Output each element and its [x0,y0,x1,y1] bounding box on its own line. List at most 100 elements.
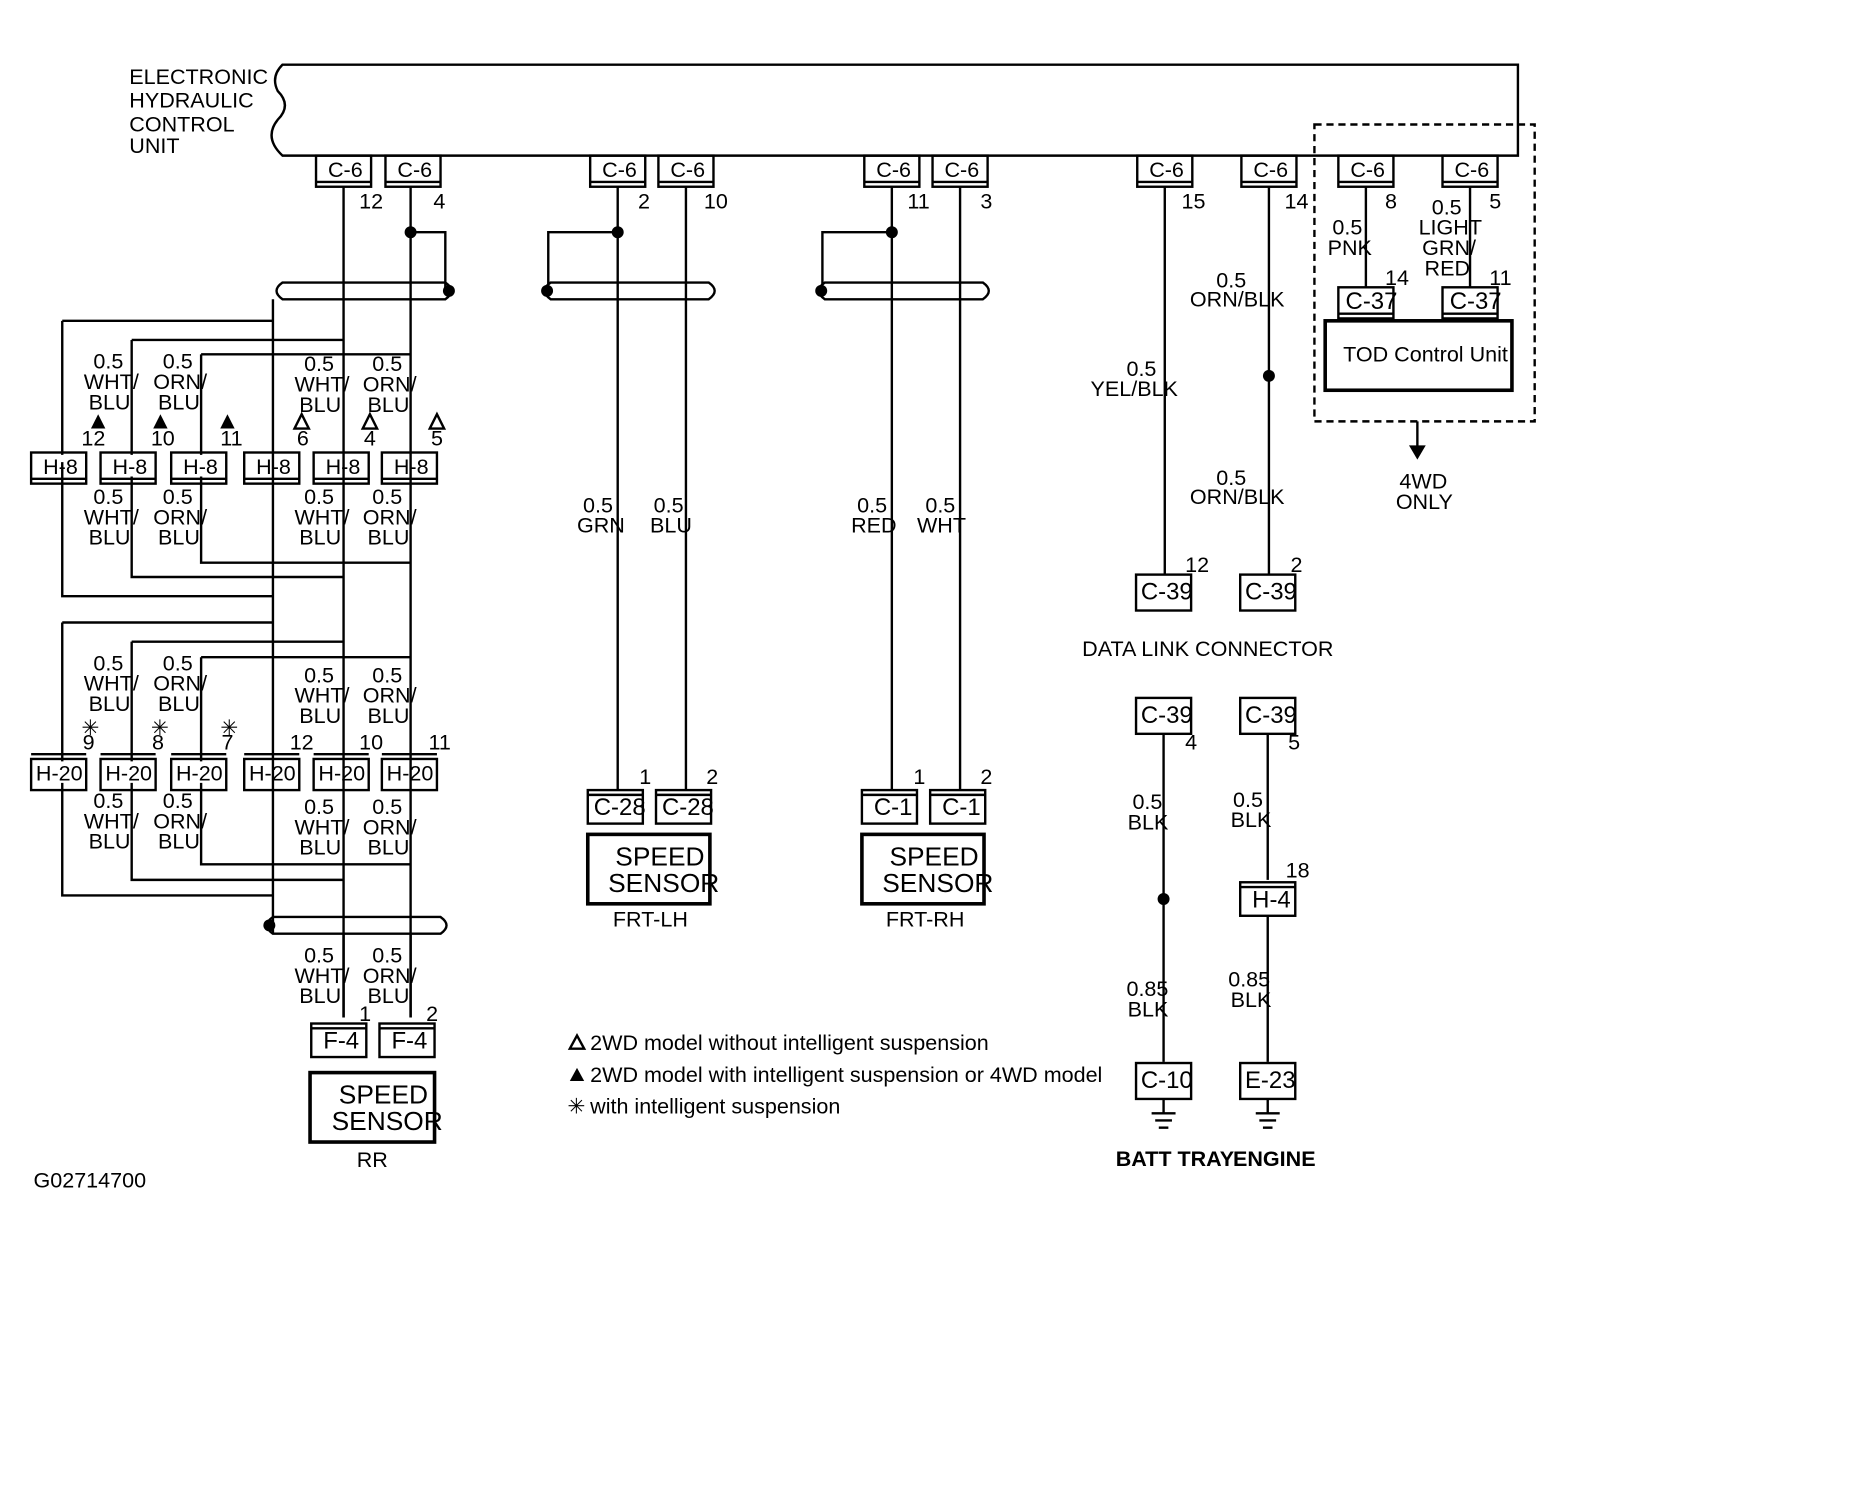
c6-6: C-6 [945,158,980,182]
w4b: ORN/ [363,372,417,396]
w4: 0.5 [372,352,402,376]
c39-b: C-39 [1245,579,1297,606]
c6-pin-8: 8 [1385,189,1397,213]
x6c: BLU [158,830,200,854]
yel-gauge: 0.5 [1126,357,1156,381]
ehcu-label-2: HYDRAULIC [129,89,253,113]
legend-item-1: 2WD model without intelligent suspension [590,1031,989,1055]
legend: 2WD model without intelligent suspension… [567,1031,1102,1118]
x8: 0.5 [372,795,402,819]
x10: 0.5 [372,943,402,967]
h8-6: H-8 [394,455,429,479]
w7b: WHT/ [294,505,349,529]
c28-pin-2: 2 [706,765,718,789]
h20-pins: ✳ 9 ✳ 8 ✳ 7 12 10 11 [81,716,451,754]
h20-pin-11: 11 [429,730,451,754]
pnk-gauge: 0.5 [1332,216,1362,240]
blk05-color-a: BLK [1128,811,1169,835]
x7: 0.5 [304,795,334,819]
x3c: BLU [299,704,341,728]
c39-pin-2: 2 [1290,553,1302,577]
h8-pin-12: 12 [81,426,105,450]
x10c: BLU [368,984,410,1008]
ehcu-label-1: ELECTRONIC [129,65,268,89]
blk05-gauge-b: 0.5 [1233,788,1263,812]
w7: 0.5 [304,485,334,509]
x3b: WHT/ [294,684,349,708]
c6-1: C-6 [328,158,363,182]
ehcu-label-4: UNIT [129,134,179,158]
h8-4: H-8 [256,455,291,479]
c6-pin-10: 10 [704,189,728,213]
blu-color: BLU [650,514,692,538]
h8-pin-11: 11 [220,426,242,450]
h8-pins: 12 10 11 6 4 5 [81,411,447,450]
c6-9: C-6 [1350,158,1385,182]
blk085-gauge-a: 0.85 [1126,977,1168,1001]
x4: 0.5 [372,663,402,687]
ehcu-label-3: CONTROL [129,113,234,137]
c6-7: C-6 [1149,158,1184,182]
x8c: BLU [368,836,410,860]
c6-2: C-6 [397,158,432,182]
c37-pin-14: 14 [1385,266,1409,290]
tod-control-unit: 0.5 PNK 0.5 LIGHT GRN/ RED 14 11 C-37 C-… [1313,123,1536,514]
wht-gauge: 0.5 [925,493,955,517]
legend-item-3: with intelligent suspension [589,1094,840,1118]
figure-id: G02714700 [34,1169,147,1193]
w3: 0.5 [304,352,334,376]
h8-pin-4: 4 [364,426,376,450]
engine-label: ENGINE [1233,1147,1316,1171]
c6-pin-4: 4 [433,189,445,213]
c6-4: C-6 [670,158,705,182]
c6-pin-5: 5 [1489,189,1501,213]
f4-pin-2: 2 [426,1002,438,1026]
h20-pin-7: 7 [221,730,233,754]
x3: 0.5 [304,663,334,687]
frt-rh-wiring: 0.5 RED 0.5 WHT 1 2 C-1 C-1 SPEED SENSOR… [815,186,993,932]
c39-pin-5: 5 [1288,730,1300,754]
c28-2: C-28 [662,794,714,821]
e23-label: E-23 [1245,1067,1296,1094]
rear-wiring [61,186,455,1018]
rr-location: RR [357,1148,388,1172]
c6-10: C-6 [1454,158,1489,182]
orn-color-2: ORN/BLK [1190,485,1285,509]
h20-6: H-20 [387,762,434,786]
h4-pin: 18 [1286,858,1310,882]
h20-connectors: H-20 H-20 H-20 H-20 H-20 H-20 [29,752,439,792]
c28-pin-1: 1 [639,765,651,789]
ehcu-box: ELECTRONIC HYDRAULIC CONTROL UNIT [129,63,1520,158]
h8-wire-labels-top: 0.5 WHT/ BLU 0.5 ORN/ BLU 0.5 WHT/ BLU 0… [84,350,417,417]
h20-4: H-20 [249,762,296,786]
c39-pin-12: 12 [1185,553,1209,577]
w4c: BLU [368,393,410,417]
c10-label: C-10 [1141,1067,1193,1094]
w5b: WHT/ [84,505,139,529]
c6-8: C-6 [1253,158,1288,182]
x5b: WHT/ [84,809,139,833]
c6-pin-12: 12 [359,189,383,213]
yel-color: YEL/BLK [1091,377,1179,401]
h8-connectors: H-8 H-8 H-8 H-8 H-8 H-8 [29,451,439,485]
x9c: BLU [299,984,341,1008]
grn-gauge: 0.5 [583,493,613,517]
c1-2: C-1 [942,794,981,821]
f4-2: F-4 [391,1028,427,1055]
c1-pin-2: 2 [980,765,992,789]
h20-star-1: ✳ [81,716,99,740]
h8-pin-10: 10 [151,426,175,450]
h20-pin-12: 12 [290,730,314,754]
x5c: BLU [89,830,131,854]
x10b: ORN/ [363,964,417,988]
w2b: ORN/ [153,370,207,394]
w5: 0.5 [93,485,123,509]
x6: 0.5 [163,789,193,813]
c39-pin-4: 4 [1185,730,1197,754]
x2b: ORN/ [153,672,207,696]
w6: 0.5 [163,485,193,509]
w1b: WHT/ [84,370,139,394]
f4-pin-1: 1 [359,1002,371,1026]
rh-sensor-l2: SENSOR [882,868,993,898]
